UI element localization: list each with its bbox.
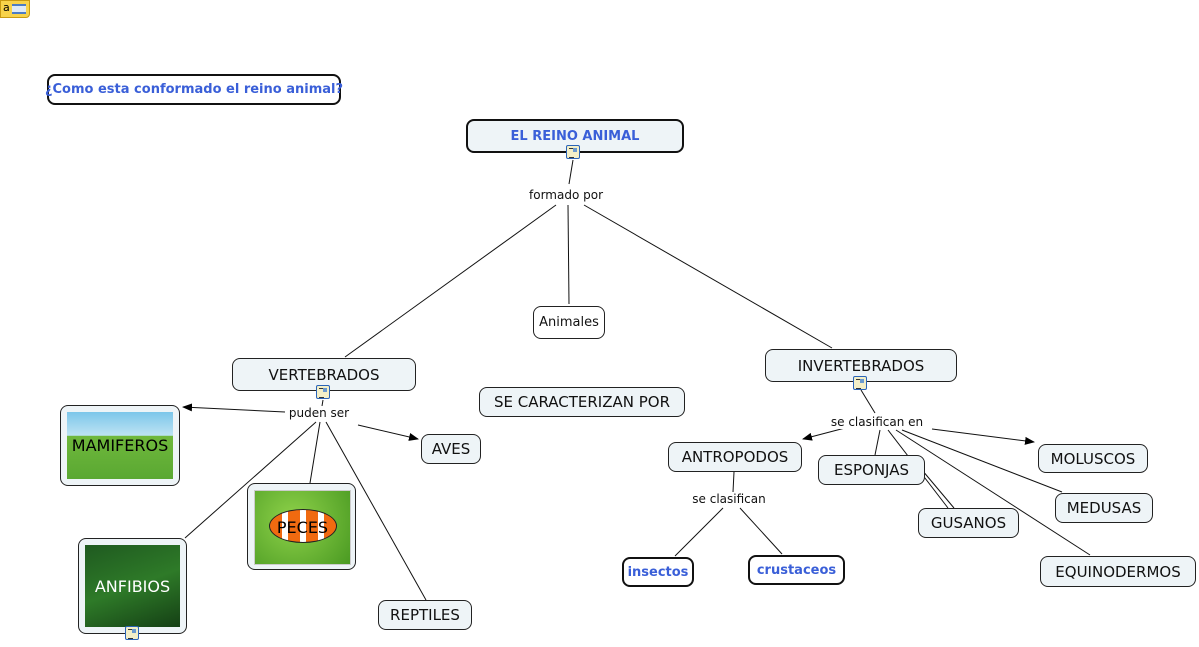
link-vert-puden <box>321 399 324 407</box>
text-lines-icon <box>12 4 26 14</box>
concept-aves[interactable]: AVES <box>421 434 481 464</box>
concept-peces[interactable]: PECES <box>247 483 356 570</box>
link-seclasif-insectos <box>674 507 724 557</box>
link-puden-aves <box>357 424 419 441</box>
concept-animales[interactable]: Animales <box>533 306 605 339</box>
link-label-formado-por[interactable]: formado por <box>527 188 605 202</box>
link-label-puden-ser[interactable]: puden ser <box>286 406 352 420</box>
concept-anfibios[interactable]: ANFIBIOS <box>78 538 187 634</box>
link-puden-anfibios <box>184 421 317 539</box>
concept-moluscos[interactable]: MOLUSCOS <box>1038 444 1148 473</box>
concept-gusanos[interactable]: GUSANOS <box>918 508 1019 538</box>
anfibios-image: ANFIBIOS <box>85 545 180 627</box>
link-label-se-clasifican[interactable]: se clasifican <box>690 492 768 506</box>
link-seclas-antropodos <box>802 427 846 441</box>
concept-antropodos[interactable]: ANTROPODOS <box>668 442 802 472</box>
link-formado-invertebrados <box>583 204 833 349</box>
link-antropodos-seclasif <box>732 471 735 493</box>
concept-se-caracterizan-por[interactable]: SE CARACTERIZAN POR <box>479 387 685 417</box>
link-formado-vertebrados <box>344 204 557 358</box>
link-formado-animales <box>567 204 570 305</box>
link-esponjas-gusanos <box>921 469 955 509</box>
link-seclas-equinodermos <box>895 429 1091 556</box>
resource-icon[interactable] <box>566 145 580 159</box>
text-edit-icon[interactable]: a <box>0 0 30 18</box>
link-label-se-clasifican-en[interactable]: se clasifican en <box>828 415 926 429</box>
resource-icon[interactable] <box>316 385 330 399</box>
resource-icon[interactable] <box>125 626 139 640</box>
link-seclasif-crustaceos <box>739 507 783 555</box>
concept-crustaceos[interactable]: crustaceos <box>748 555 845 585</box>
concept-medusas[interactable]: MEDUSAS <box>1055 493 1153 523</box>
clownfish-shape <box>269 509 337 543</box>
link-root-formado <box>568 159 574 185</box>
link-invert-seclas <box>860 389 876 414</box>
resource-icon[interactable] <box>853 376 867 390</box>
link-puden-reptiles <box>325 421 427 601</box>
concept-mamiferos[interactable]: MAMIFEROS <box>60 405 180 486</box>
peces-image: PECES <box>254 490 351 565</box>
concept-equinodermos[interactable]: EQUINODERMOS <box>1040 556 1196 587</box>
link-puden-mamiferos <box>182 403 286 413</box>
concept-esponjas[interactable]: ESPONJAS <box>818 455 925 485</box>
question-focus[interactable]: ¿Como esta conformado el reino animal? <box>45 74 343 105</box>
link-seclas-moluscos <box>931 428 1035 445</box>
link-puden-peces <box>309 421 321 484</box>
concept-insectos[interactable]: insectos <box>622 557 694 587</box>
link-seclas-esponjas <box>874 429 881 456</box>
mamiferos-image: MAMIFEROS <box>67 412 173 479</box>
link-seclas-medusas <box>901 429 1063 493</box>
concept-reptiles[interactable]: REPTILES <box>378 600 472 630</box>
